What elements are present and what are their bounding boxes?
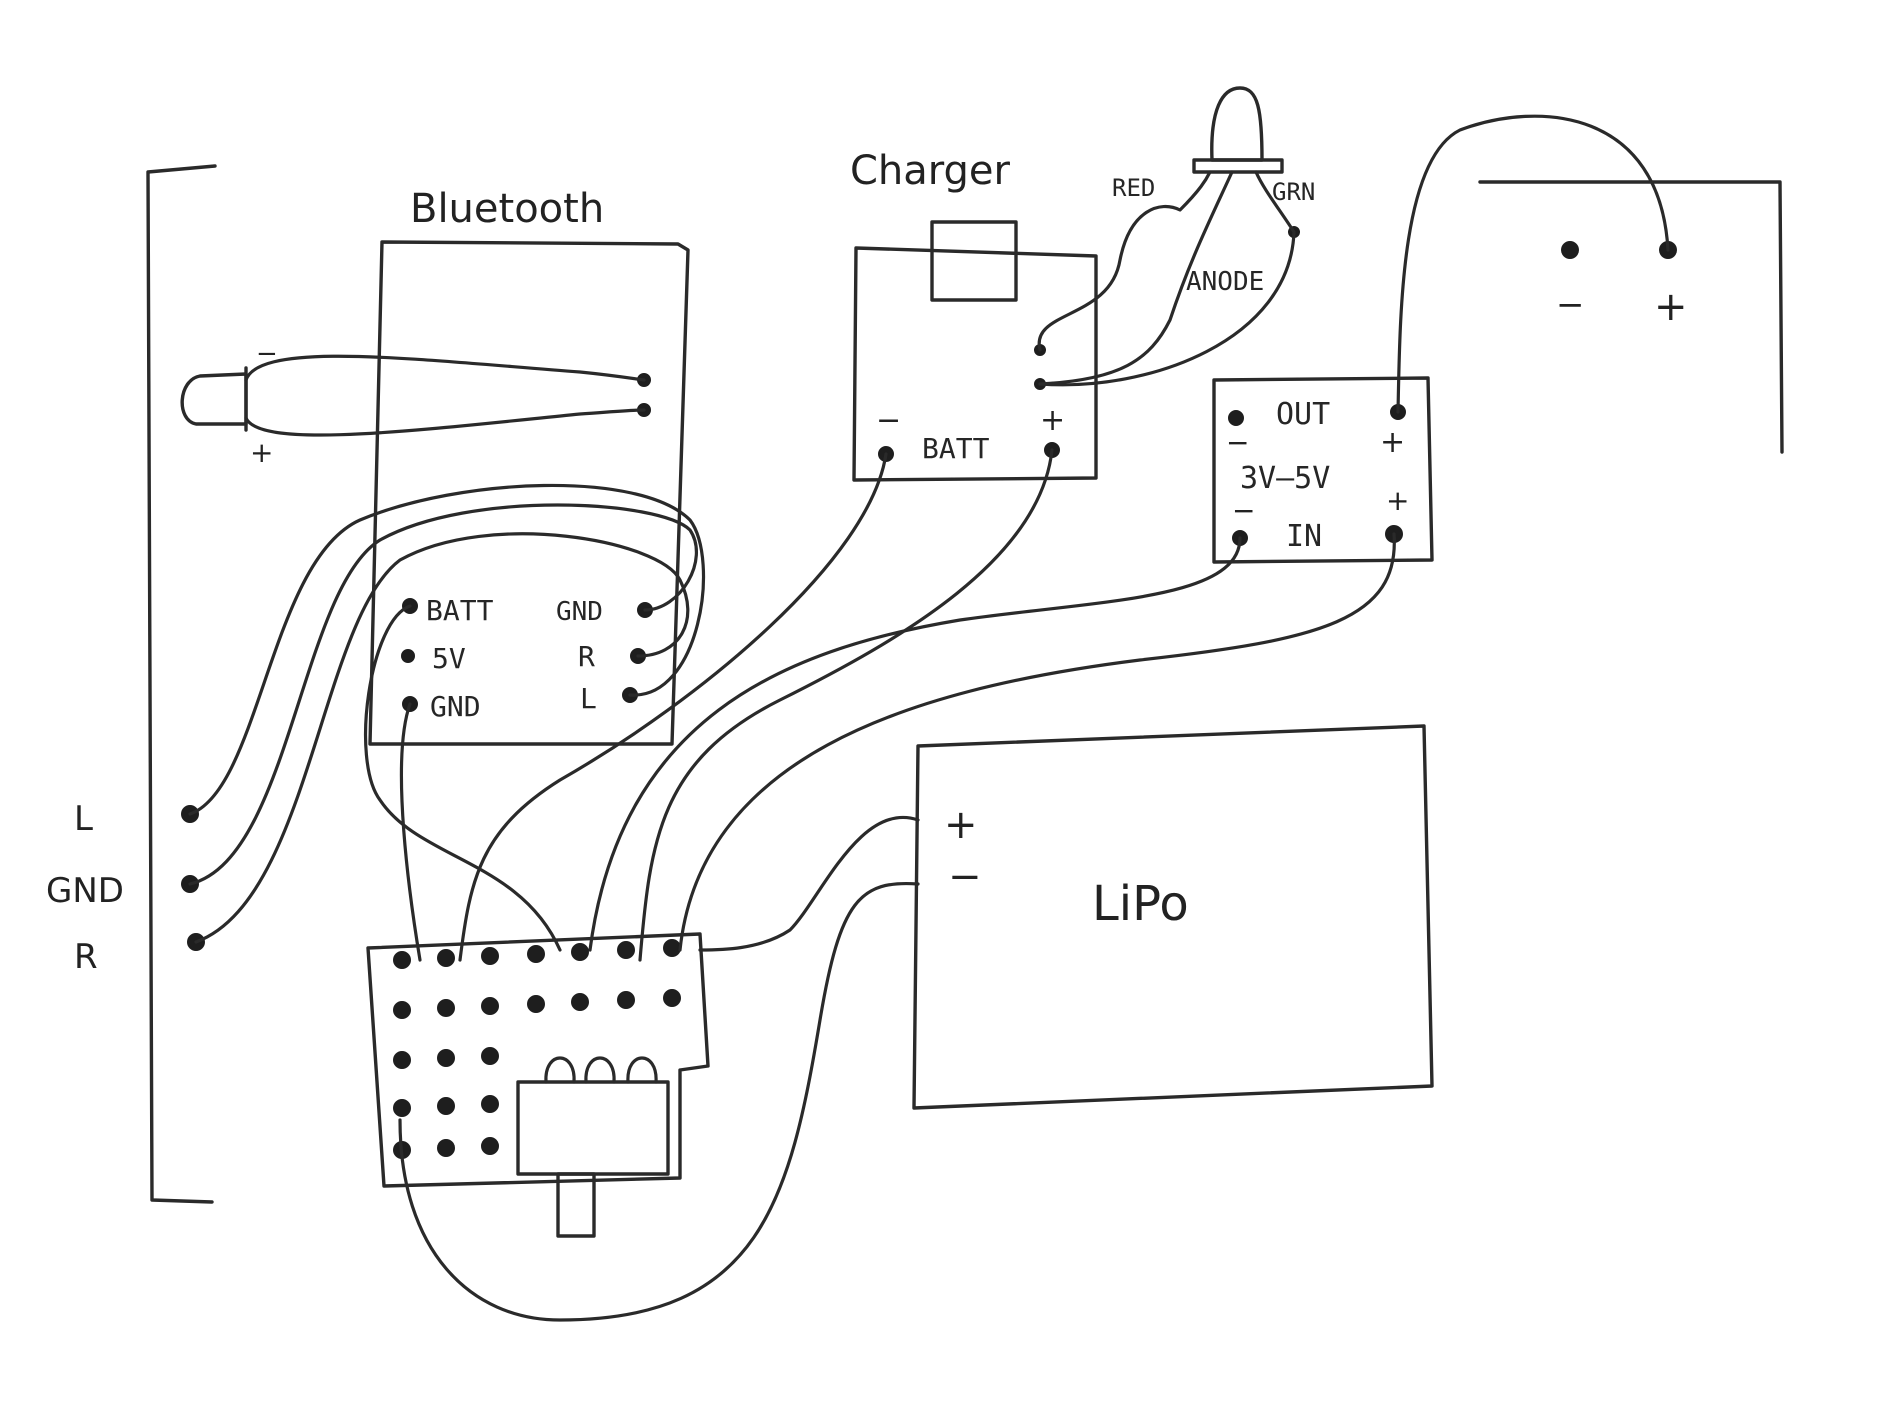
perfboard-pins <box>393 939 681 1159</box>
bluetooth-module-outline <box>368 240 690 746</box>
charger-label-minus: − <box>876 403 901 438</box>
charger-label-plus: + <box>1040 403 1065 438</box>
slide-switch-body <box>516 1080 670 1176</box>
bluetooth-module: Bluetooth BATT 5V GND GND R L <box>368 186 690 746</box>
wire-status-led-plus <box>244 408 646 437</box>
perfboard-pin <box>393 1051 411 1069</box>
wire-charger-led-red <box>1037 170 1212 352</box>
converter-pin-out-minus <box>1228 410 1244 426</box>
wire-charger-batt-minus <box>458 452 888 962</box>
led-label-grn: GRN <box>1272 178 1315 206</box>
bt-label-batt: BATT <box>426 594 494 627</box>
converter-in-minus: − <box>1232 494 1255 527</box>
perfboard-pin <box>437 1097 455 1115</box>
status-led-body <box>180 372 248 426</box>
bt-label-l: L <box>580 682 597 715</box>
perfboard <box>366 932 710 1238</box>
charger-usb-port <box>930 220 1018 302</box>
lipo-battery: LiPo + − <box>912 724 1434 1110</box>
lipo-outline <box>912 724 1434 1110</box>
wire-jack-r <box>194 532 690 944</box>
perfboard-pin <box>481 947 499 965</box>
wires <box>188 114 1670 1322</box>
perfboard-pin <box>571 943 589 961</box>
converter-label-out: OUT <box>1276 397 1330 432</box>
lipo-label-plus: + <box>944 802 978 848</box>
perfboard-pin <box>481 1095 499 1113</box>
bluetooth-title: Bluetooth <box>410 186 604 232</box>
bt-label-5v: 5V <box>432 642 466 675</box>
charge-led-body <box>1210 86 1264 162</box>
perfboard-pin <box>437 1049 455 1067</box>
jack-label-gnd: GND <box>46 871 124 911</box>
output-pin-minus <box>1561 241 1579 259</box>
wire-jack-l <box>188 483 706 816</box>
wire-lipo-plus <box>698 815 920 952</box>
wire-bt-gnd <box>399 702 422 962</box>
converter-label-in: IN <box>1286 519 1322 554</box>
perfboard-pin <box>393 1099 411 1117</box>
perfboard-pin <box>663 989 681 1007</box>
switch-leg <box>584 1056 616 1084</box>
wire-jack-gnd <box>188 503 698 886</box>
perfboard-pin <box>617 991 635 1009</box>
bt-label-r: R <box>578 640 595 673</box>
slide-switch-knob <box>556 1172 596 1238</box>
bt-pin-5v <box>401 649 415 663</box>
converter-label-range: 3V–5V <box>1240 461 1330 496</box>
perfboard-pin <box>481 1047 499 1065</box>
perfboard-pin <box>617 941 635 959</box>
perfboard-pin <box>481 1137 499 1155</box>
perfboard-pin <box>393 951 411 969</box>
left-panel-bracket <box>146 164 217 1204</box>
wire-status-led-minus <box>244 354 646 382</box>
perfboard-pin <box>527 995 545 1013</box>
jack-label-l: L <box>74 799 93 839</box>
wire-bt-batt <box>364 604 562 952</box>
perfboard-pin <box>571 993 589 1011</box>
converter-out-plus: + <box>1380 425 1405 460</box>
switch-leg <box>626 1056 658 1084</box>
charger-title: Charger <box>850 148 1011 194</box>
wire-converter-in-minus <box>588 536 1242 952</box>
perfboard-pin <box>527 945 545 963</box>
output-label-minus: − <box>1556 285 1585 325</box>
boost-converter: OUT 3V–5V IN − + − + <box>1212 376 1434 564</box>
charger-label-batt: BATT <box>922 432 990 465</box>
output-terminal-outline <box>1478 180 1784 454</box>
charge-led-flange <box>1192 158 1284 174</box>
converter-in-plus: + <box>1386 484 1409 517</box>
perfboard-pin <box>663 939 681 957</box>
converter-outline <box>1212 376 1434 564</box>
perfboard-pin <box>437 999 455 1017</box>
wire-charger-led-grn <box>1038 170 1296 387</box>
lipo-title: LiPo <box>1092 876 1189 932</box>
wire-charger-batt-plus <box>638 448 1054 962</box>
output-terminal: − + <box>1478 180 1784 454</box>
perfboard-outline <box>366 932 710 1188</box>
charge-indicator-led: RED GRN ANODE <box>1112 86 1315 297</box>
bt-label-gnd-left: GND <box>430 690 481 723</box>
status-led: − + <box>180 339 278 469</box>
wire-converter-in-plus <box>678 532 1396 952</box>
jack-label-r: R <box>74 937 98 977</box>
wire-converter-out-plus <box>1396 114 1670 414</box>
perfboard-pin <box>437 1139 455 1157</box>
led-label-anode: ANODE <box>1186 267 1264 297</box>
perfboard-pin <box>393 1001 411 1019</box>
led-label-red: RED <box>1112 174 1155 202</box>
charger-module: Charger BATT − + <box>850 148 1098 482</box>
switch-leg <box>544 1056 576 1084</box>
converter-out-minus: − <box>1226 426 1249 459</box>
output-label-plus: + <box>1654 284 1688 330</box>
audio-jack: L GND R <box>46 799 205 977</box>
wire-charger-led-anode <box>1038 170 1234 386</box>
wire-lipo-minus <box>398 881 920 1322</box>
status-led-plus-label: + <box>250 436 273 469</box>
bt-label-gnd-right: GND <box>556 597 603 627</box>
lipo-label-minus: − <box>948 854 982 900</box>
perfboard-pin <box>437 949 455 967</box>
perfboard-pin <box>481 997 499 1015</box>
